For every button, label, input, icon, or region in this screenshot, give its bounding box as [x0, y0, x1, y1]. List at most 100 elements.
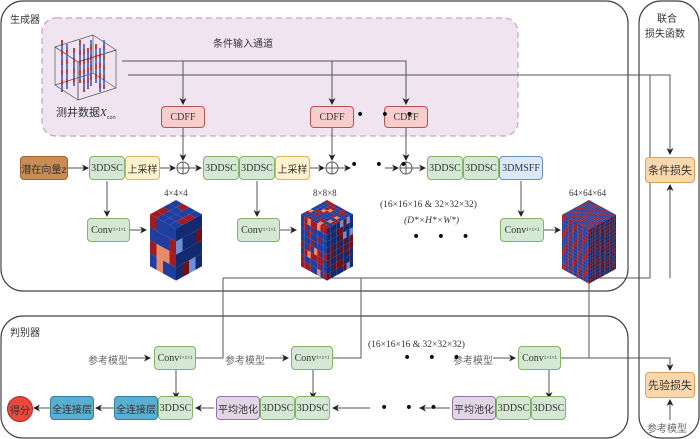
- voxel: [587, 218, 591, 221]
- voxel: [330, 257, 334, 266]
- voxel: [563, 252, 566, 258]
- voxel: [585, 244, 588, 250]
- voxel: [570, 239, 573, 245]
- voxel: [600, 220, 605, 223]
- voxel: [614, 221, 616, 226]
- voxel: [169, 251, 176, 268]
- voxel: [314, 208, 321, 213]
- voxel: [565, 220, 568, 225]
- voxel: [582, 273, 584, 278]
- voxel: [336, 227, 340, 237]
- disc-ref-label-3: 参考模型: [453, 356, 493, 367]
- voxel: [602, 221, 605, 226]
- voxel: [609, 227, 611, 233]
- voxel: [317, 249, 321, 258]
- voxel: [600, 242, 603, 247]
- voxel: [604, 220, 606, 225]
- voxel: [592, 243, 595, 249]
- voxel: [310, 245, 314, 254]
- voxel: [577, 270, 579, 275]
- voxel: [602, 271, 605, 277]
- voxel: [575, 235, 578, 241]
- voxel: [572, 271, 574, 276]
- voxel: [580, 225, 583, 230]
- disc-3ddsc-2b: 3DDSC: [295, 396, 330, 420]
- voxel: [336, 247, 340, 256]
- voxel: [600, 256, 603, 261]
- voxel: [314, 240, 318, 250]
- voxel: [599, 270, 601, 275]
- score-output: 得分: [7, 396, 33, 422]
- voxel: [336, 260, 340, 269]
- voxel: [570, 266, 573, 272]
- voxel: [604, 260, 606, 266]
- voxel: [573, 209, 578, 212]
- voxel: [589, 272, 591, 277]
- voxel: [573, 241, 576, 246]
- voxel: [585, 264, 588, 270]
- voxel: [563, 225, 566, 231]
- voxel: [585, 215, 589, 218]
- voxel: [182, 260, 189, 278]
- voxel: [592, 274, 595, 279]
- voxel: [609, 215, 613, 218]
- voxel: [595, 245, 598, 250]
- voxel: [583, 260, 586, 265]
- voxel: [605, 219, 608, 224]
- voxel: [582, 223, 586, 226]
- voxel: [343, 230, 347, 240]
- voxel: [585, 234, 588, 239]
- voxel: [587, 249, 589, 254]
- voxel: [589, 215, 593, 218]
- voxel: [595, 241, 598, 247]
- voxel: [583, 237, 586, 242]
- voxel: [600, 222, 603, 227]
- voxel: [594, 239, 596, 244]
- voxel: [599, 250, 601, 255]
- voxel: [156, 256, 163, 274]
- voxel: [320, 212, 327, 217]
- voxel: [599, 263, 601, 269]
- voxel: [169, 238, 176, 255]
- voxel: [573, 268, 576, 273]
- voxel: [610, 240, 613, 245]
- voxel: [333, 229, 337, 239]
- voxel: [307, 208, 314, 213]
- voxel: [573, 255, 576, 260]
- voxel: [340, 258, 344, 267]
- voxel: [578, 244, 581, 249]
- voxel: [595, 215, 600, 218]
- voxel: [592, 240, 595, 245]
- voxel: [614, 235, 616, 240]
- voxel: [605, 226, 608, 231]
- voxel: [572, 213, 576, 216]
- voxel: [317, 217, 324, 222]
- voxel: [577, 211, 581, 213]
- voxel: [570, 249, 573, 255]
- voxel: [602, 244, 605, 250]
- voxel: [604, 237, 606, 242]
- voxel: [307, 263, 311, 272]
- voxel: [590, 264, 593, 270]
- voxel: [572, 227, 574, 232]
- voxel: [169, 214, 183, 222]
- voxel: [612, 246, 615, 251]
- voxel: [594, 218, 598, 221]
- voxel: [573, 234, 576, 240]
- voxel: [610, 243, 613, 249]
- voxel: [582, 259, 584, 265]
- voxel: [570, 263, 573, 268]
- voxel: [599, 213, 603, 216]
- voxel: [585, 206, 589, 209]
- voxel: [323, 217, 331, 222]
- voxel: [607, 225, 610, 230]
- voxel: [330, 264, 334, 273]
- voxel: [590, 211, 595, 213]
- voxel: [597, 251, 600, 256]
- voxel: [307, 224, 311, 233]
- voxel: [346, 235, 350, 244]
- voxel: [610, 220, 613, 225]
- voxel: [575, 242, 578, 247]
- voxel: [612, 259, 615, 264]
